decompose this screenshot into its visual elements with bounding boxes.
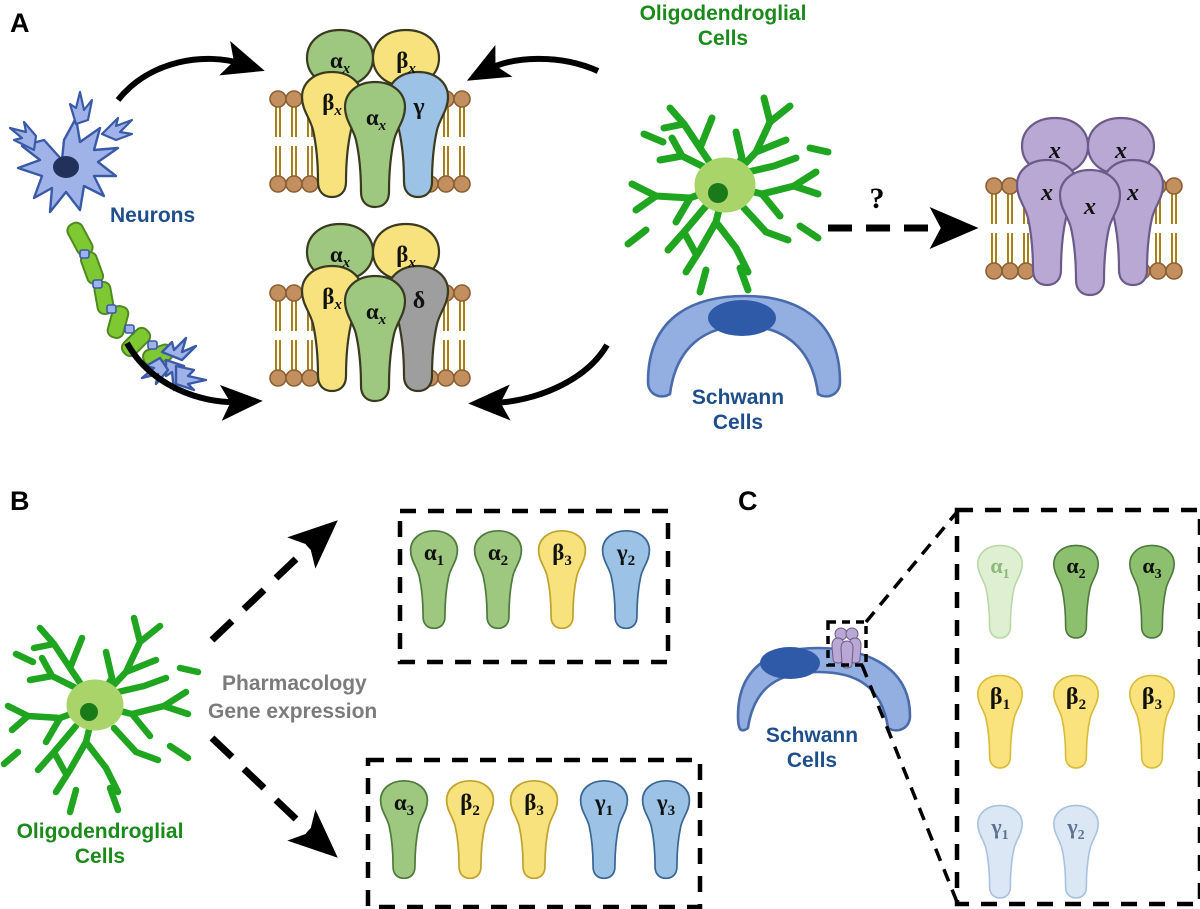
oligo-label-b-line1: Oligodendroglial xyxy=(17,820,184,843)
unknown-pathway: ? xyxy=(828,182,979,249)
schwann-nucleus-a xyxy=(708,300,776,336)
panel-c-zoom-leaders xyxy=(860,510,959,903)
schwann-zoom-box xyxy=(826,620,868,667)
neurons-label: Neurons xyxy=(110,204,195,227)
oligo-soma-a xyxy=(694,157,756,213)
subunit-alpha-x-front-mid-2 xyxy=(343,274,407,403)
oligodendrocyte-a: Oligodendroglial Cells xyxy=(624,2,832,296)
question-mark-label: ? xyxy=(870,182,885,215)
oligo-soma-b xyxy=(66,679,124,731)
schwann-label-c-line1: Schwann xyxy=(766,724,858,747)
panel-a-label: A xyxy=(10,8,30,38)
arrow-neuron-to-extrasynaptic xyxy=(124,341,263,421)
oligodendrocyte-b: Oligodendroglial Cells xyxy=(0,614,202,868)
panel-c-gamma-row: γ1 γ2 xyxy=(976,804,1100,899)
subunit-alpha-x-front-mid xyxy=(343,80,407,209)
receptor-synaptic: αx βx βx αx γ xyxy=(269,28,471,209)
schwann-cell-a: Schwann Cells xyxy=(646,294,842,434)
panel-a: A xyxy=(8,2,1183,434)
panel-b-subunits-bottom: α3 β2 β3 γ1 γ3 xyxy=(379,779,691,880)
neuron-nucleus xyxy=(53,156,79,178)
panel-c-alpha-row: α1 α2 α3 xyxy=(976,544,1176,639)
label-delta: δ xyxy=(413,288,425,314)
schwann-nucleus-c xyxy=(760,647,820,679)
panel-b-label: B xyxy=(10,486,30,516)
schwann-cell-c: Schwann Cells xyxy=(736,620,912,772)
schwann-label-c-line2: Cells xyxy=(787,749,837,772)
panel-c: C Schwann Cells xyxy=(736,486,1200,907)
oligo-nucleus-b xyxy=(80,703,98,721)
schwann-label-a-line1: Schwann xyxy=(692,386,784,409)
schwann-body-a xyxy=(646,294,842,398)
schwann-label-a-line2: Cells xyxy=(713,411,763,434)
method-label-line1: Pharmacology xyxy=(222,672,367,695)
panel-b: B Oligodendroglial Cells P xyxy=(0,486,703,909)
arrow-oligo-to-synaptic xyxy=(466,45,600,81)
panel-b-subunits-top: α1 α2 β3 γ2 xyxy=(409,529,651,630)
panel-c-beta-row: β1 β2 β3 xyxy=(976,674,1176,769)
arrow-b-lower xyxy=(209,735,338,858)
subunit-x-front-mid xyxy=(1058,168,1122,297)
cycle-arrows xyxy=(115,41,610,421)
label-x-bl: x xyxy=(1048,138,1061,164)
panel-b-box-bottom xyxy=(365,757,703,909)
receptor-extrasynaptic: αx βx βx αx δ xyxy=(269,222,471,403)
oligo-nucleus-a xyxy=(708,183,728,203)
label-x-fr: x xyxy=(1126,180,1139,206)
method-label-line2: Gene expression xyxy=(208,700,377,723)
label-gamma: γ xyxy=(412,94,424,120)
label-x-fl: x xyxy=(1040,180,1053,206)
neuron-illustration: Neurons xyxy=(8,90,208,392)
label-x-br: x xyxy=(1114,138,1127,164)
oligo-label-a-line2: Cells xyxy=(698,27,748,50)
arrow-schwann-to-extrasynaptic xyxy=(468,343,610,421)
arrow-neuron-to-synaptic xyxy=(115,41,265,102)
panel-c-box xyxy=(954,507,1200,907)
panel-b-arrows xyxy=(209,520,338,858)
schwann-receptor-inset xyxy=(831,627,862,669)
oligo-label-a-line1: Oligodendroglial xyxy=(640,2,807,25)
panel-c-label: C xyxy=(738,486,758,516)
label-x-fm: x xyxy=(1083,194,1096,220)
oligo-label-b-line2: Cells xyxy=(75,845,125,868)
panel-b-box-top xyxy=(397,508,671,665)
receptor-unknown-purple: x x x x x xyxy=(985,116,1183,297)
arrow-b-upper xyxy=(209,520,338,643)
